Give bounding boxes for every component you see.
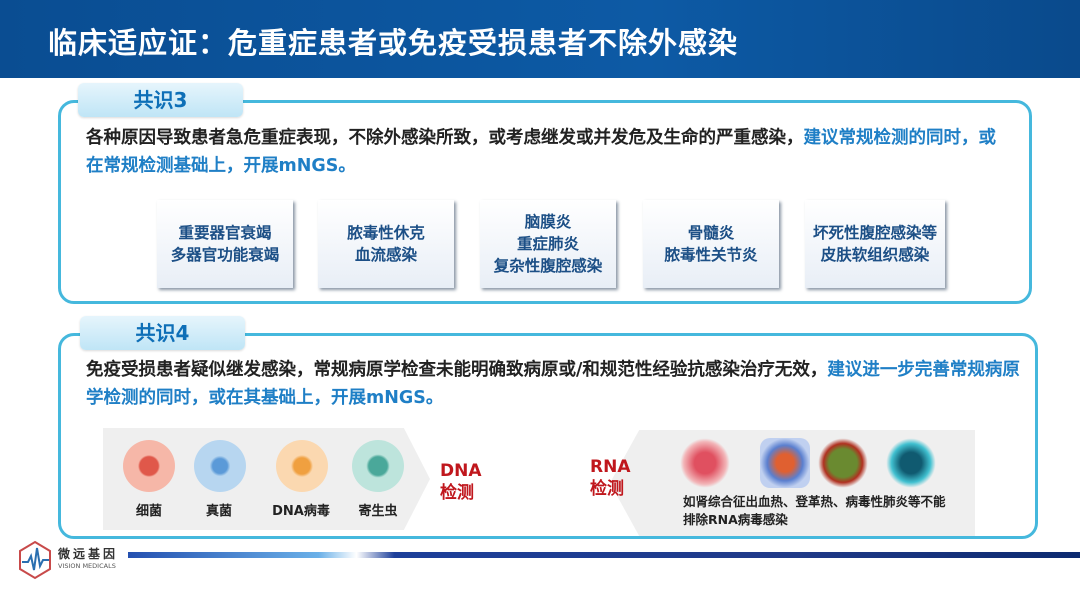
condition-card: 重要器官衰竭多器官功能衰竭 [157,200,293,288]
rna-note-line: 排除RNA病毒感染 [683,512,788,527]
logo-english: VISION MEDICALS [58,562,116,570]
page-title: 临床适应证：危重症患者或免疫受损患者不除外感染 [48,26,739,60]
card-line: 多器官功能衰竭 [170,246,280,264]
rna-label: RNA [590,457,631,477]
logo-icon [18,540,52,580]
card-line: 重要器官衰竭 [178,224,272,242]
card-line: 骨髓炎 [687,224,735,242]
dna-virus-icon [276,440,328,492]
logo-name: 微远基因 [58,547,119,561]
card-line: 复杂性腹腔感染 [493,257,603,275]
card-line: 坏死性腹腔感染等 [812,224,937,242]
rna-note-line: 如肾综合征出血热、登革热、病毒性肺炎等不能 [683,494,946,509]
card-line: 皮肤软组织感染 [820,246,930,264]
detection-label: 检测 [440,483,474,503]
condition-card: 骨髓炎脓毒性关节炎 [643,200,779,288]
card-line: 脓毒性休克 [347,224,425,242]
consensus3-highlight: 建议常规检测的同时，或在常规检测基础上，开展mNGS。 [86,128,996,176]
detection-label: 检测 [590,479,624,499]
virus-image [680,438,730,488]
organism-label: 细菌 [135,504,162,519]
fungus-icon [194,440,246,492]
consensus4-text: 免疫受损患者疑似继发感染，常规病原学检查未能明确致病原或/和规范性经验抗感染治疗… [86,356,1021,412]
consensus3-body: 各种原因导致患者急危重症表现，不除外感染所致，或考虑继发或并发危及生命的严重感染… [86,128,804,148]
virus-image [818,438,868,488]
consensus4-body: 免疫受损患者疑似继发感染，常规病原学检查未能明确致病原或/和规范性经验抗感染治疗… [86,360,828,380]
rna-note: 如肾综合征出血热、登革热、病毒性肺炎等不能排除RNA病毒感染 [683,493,946,529]
bacteria-icon [123,440,175,492]
card-line: 脑膜炎 [524,213,572,231]
dna-label: DNA [440,461,482,481]
consensus4-label: 共识4 [80,316,245,350]
consensus3-text: 各种原因导致患者急危重症表现，不除外感染所致，或考虑继发或并发危及生命的严重感染… [86,124,1006,180]
consensus3-label: 共识3 [78,83,243,117]
organism-label: 寄生虫 [358,504,398,519]
card-line: 重症肺炎 [516,235,579,253]
parasite-icon [352,440,404,492]
card-line: 血流感染 [354,246,417,264]
virus-image [886,438,936,488]
organism-label: DNA病毒 [272,504,330,519]
organism-label: 真菌 [205,504,232,519]
consensus4-highlight: 建议进一步完善常规病原学检测的同时，或在其基础上，开展mNGS。 [86,360,1020,408]
footer-bar [128,552,1080,558]
title-bar: 临床适应证：危重症患者或免疫受损患者不除外感染 [0,0,1080,78]
condition-card: 坏死性腹腔感染等皮肤软组织感染 [805,200,945,288]
virus-image [760,438,810,488]
condition-card: 脓毒性休克血流感染 [318,200,454,288]
condition-card: 脑膜炎重症肺炎复杂性腹腔感染 [480,200,616,288]
card-line: 脓毒性关节炎 [664,246,758,264]
